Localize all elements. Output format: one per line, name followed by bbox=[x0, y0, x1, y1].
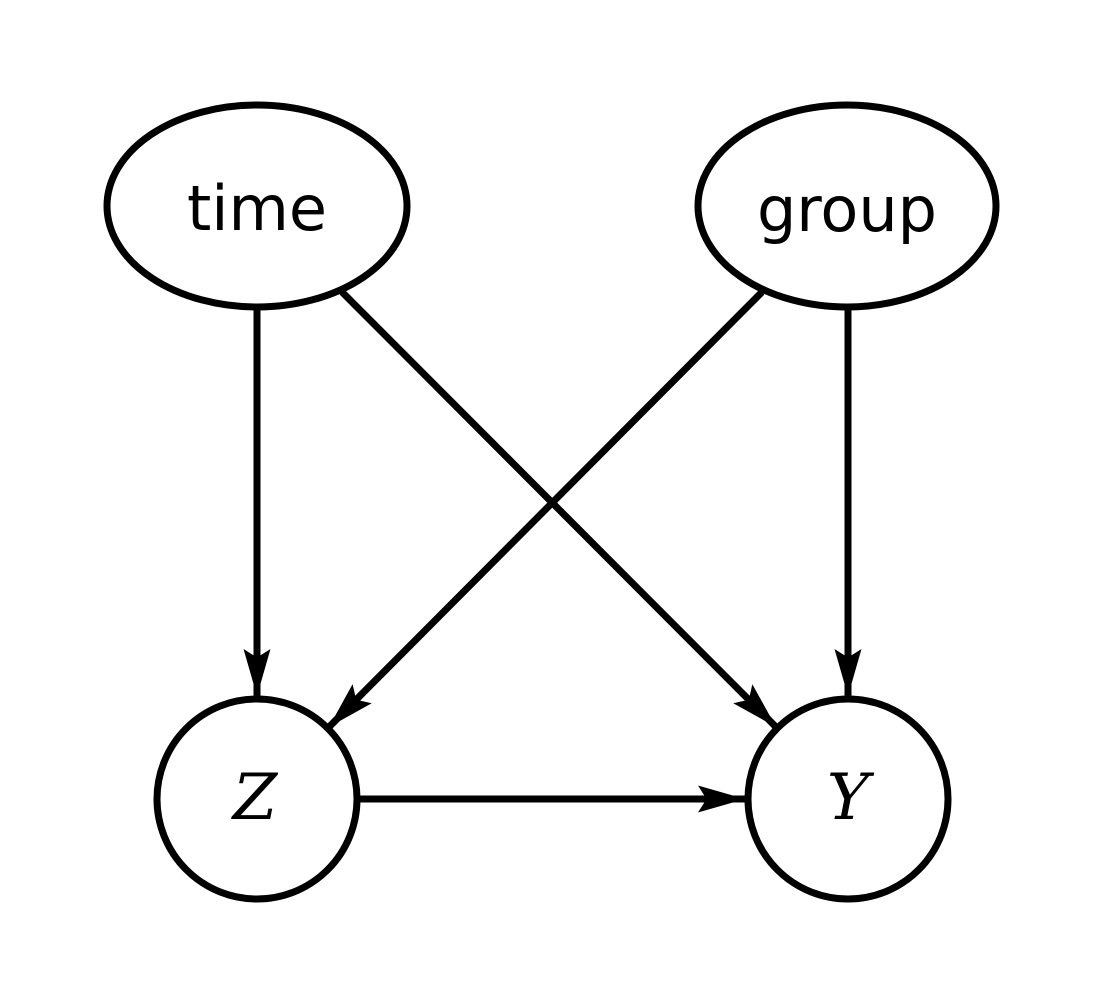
node-y-label: Y bbox=[827, 761, 875, 835]
node-group-label: group bbox=[757, 173, 937, 246]
node-group-ellipse bbox=[694, 101, 1000, 311]
node-time-label: time bbox=[187, 172, 327, 245]
node-z-circle bbox=[153, 695, 361, 903]
edge-time-to-y bbox=[339, 289, 779, 730]
edge-group-to-z bbox=[326, 289, 765, 730]
node-time-ellipse bbox=[103, 101, 411, 311]
node-z-label: Z bbox=[231, 761, 279, 835]
node-y-circle bbox=[744, 695, 952, 903]
